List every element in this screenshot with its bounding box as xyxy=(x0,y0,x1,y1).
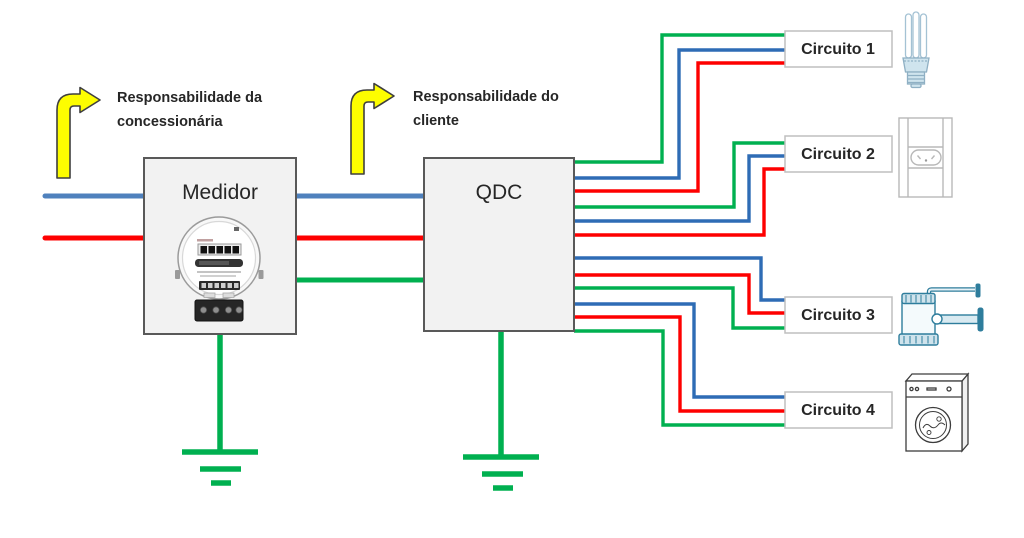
circuit4-box xyxy=(784,391,893,429)
wire-circuit1-red xyxy=(574,61,785,193)
wire-circuit3-red xyxy=(574,273,785,315)
meter-side-nub-left xyxy=(175,270,180,279)
meter-register2-slots xyxy=(201,283,239,288)
concessionaria-label: Responsabilidade da concessionária xyxy=(117,90,263,130)
circuit3-box xyxy=(784,296,893,334)
meter-tab-left xyxy=(203,292,216,298)
washing-machine-icon xyxy=(904,372,970,453)
concessionaria-bent-arrow-icon xyxy=(56,86,101,179)
wire-circuit2-blue xyxy=(574,154,785,223)
wire-circuit4-blue xyxy=(574,302,785,399)
circuit3-label: Circuito 3 xyxy=(801,307,875,324)
meter-tab-right xyxy=(222,292,235,298)
wire-circuit3-blue xyxy=(574,256,785,302)
circuit1-label: Circuito 1 xyxy=(801,41,875,58)
wire-circuit4-red xyxy=(574,315,785,413)
wire-circuit3-green xyxy=(574,286,785,330)
meter-terminal-screws xyxy=(199,306,243,314)
medidor-ground-symbol xyxy=(182,334,258,486)
meter-disc xyxy=(199,261,229,265)
wire-circuit4-green xyxy=(574,329,785,427)
qdc-label: QDC xyxy=(476,181,523,204)
meter-spec-line-2 xyxy=(200,275,236,277)
meter-detail-dot xyxy=(234,227,239,231)
water-pump-icon xyxy=(898,283,984,346)
cliente-label: Responsabilidade do cliente xyxy=(413,89,559,129)
qdc-box xyxy=(423,157,575,332)
medidor-label: Medidor xyxy=(182,181,258,204)
concessionaria-label-line1: Responsabilidade da xyxy=(117,90,263,106)
wire-circuit2-green xyxy=(574,141,785,209)
branch-wires xyxy=(574,33,785,427)
circuit2-label: Circuito 2 xyxy=(801,146,875,163)
meter-side-nub-right xyxy=(258,270,264,279)
circuit2-box xyxy=(784,135,893,173)
wire-circuit2-red xyxy=(574,167,785,237)
main-wires xyxy=(42,193,424,283)
power-outlet-icon xyxy=(898,117,953,198)
wire-circuit1-blue xyxy=(574,48,785,180)
cliente-bent-arrow-icon xyxy=(350,82,395,175)
qdc-ground-symbol xyxy=(463,331,539,491)
meter-brand-line xyxy=(197,239,213,242)
wire-circuit1-green xyxy=(574,33,785,164)
cliente-label-line2: cliente xyxy=(413,113,459,129)
meter-spec-line-1 xyxy=(197,271,241,273)
cliente-label-line1: Responsabilidade do xyxy=(413,89,559,105)
cfl-bulb-icon xyxy=(902,11,930,89)
concessionaria-label-line2: concessionária xyxy=(117,114,224,130)
circuit4-label: Circuito 4 xyxy=(801,402,875,419)
circuit1-box xyxy=(784,30,893,68)
energy-meter-icon xyxy=(175,216,264,322)
meter-register-digits xyxy=(200,246,239,254)
